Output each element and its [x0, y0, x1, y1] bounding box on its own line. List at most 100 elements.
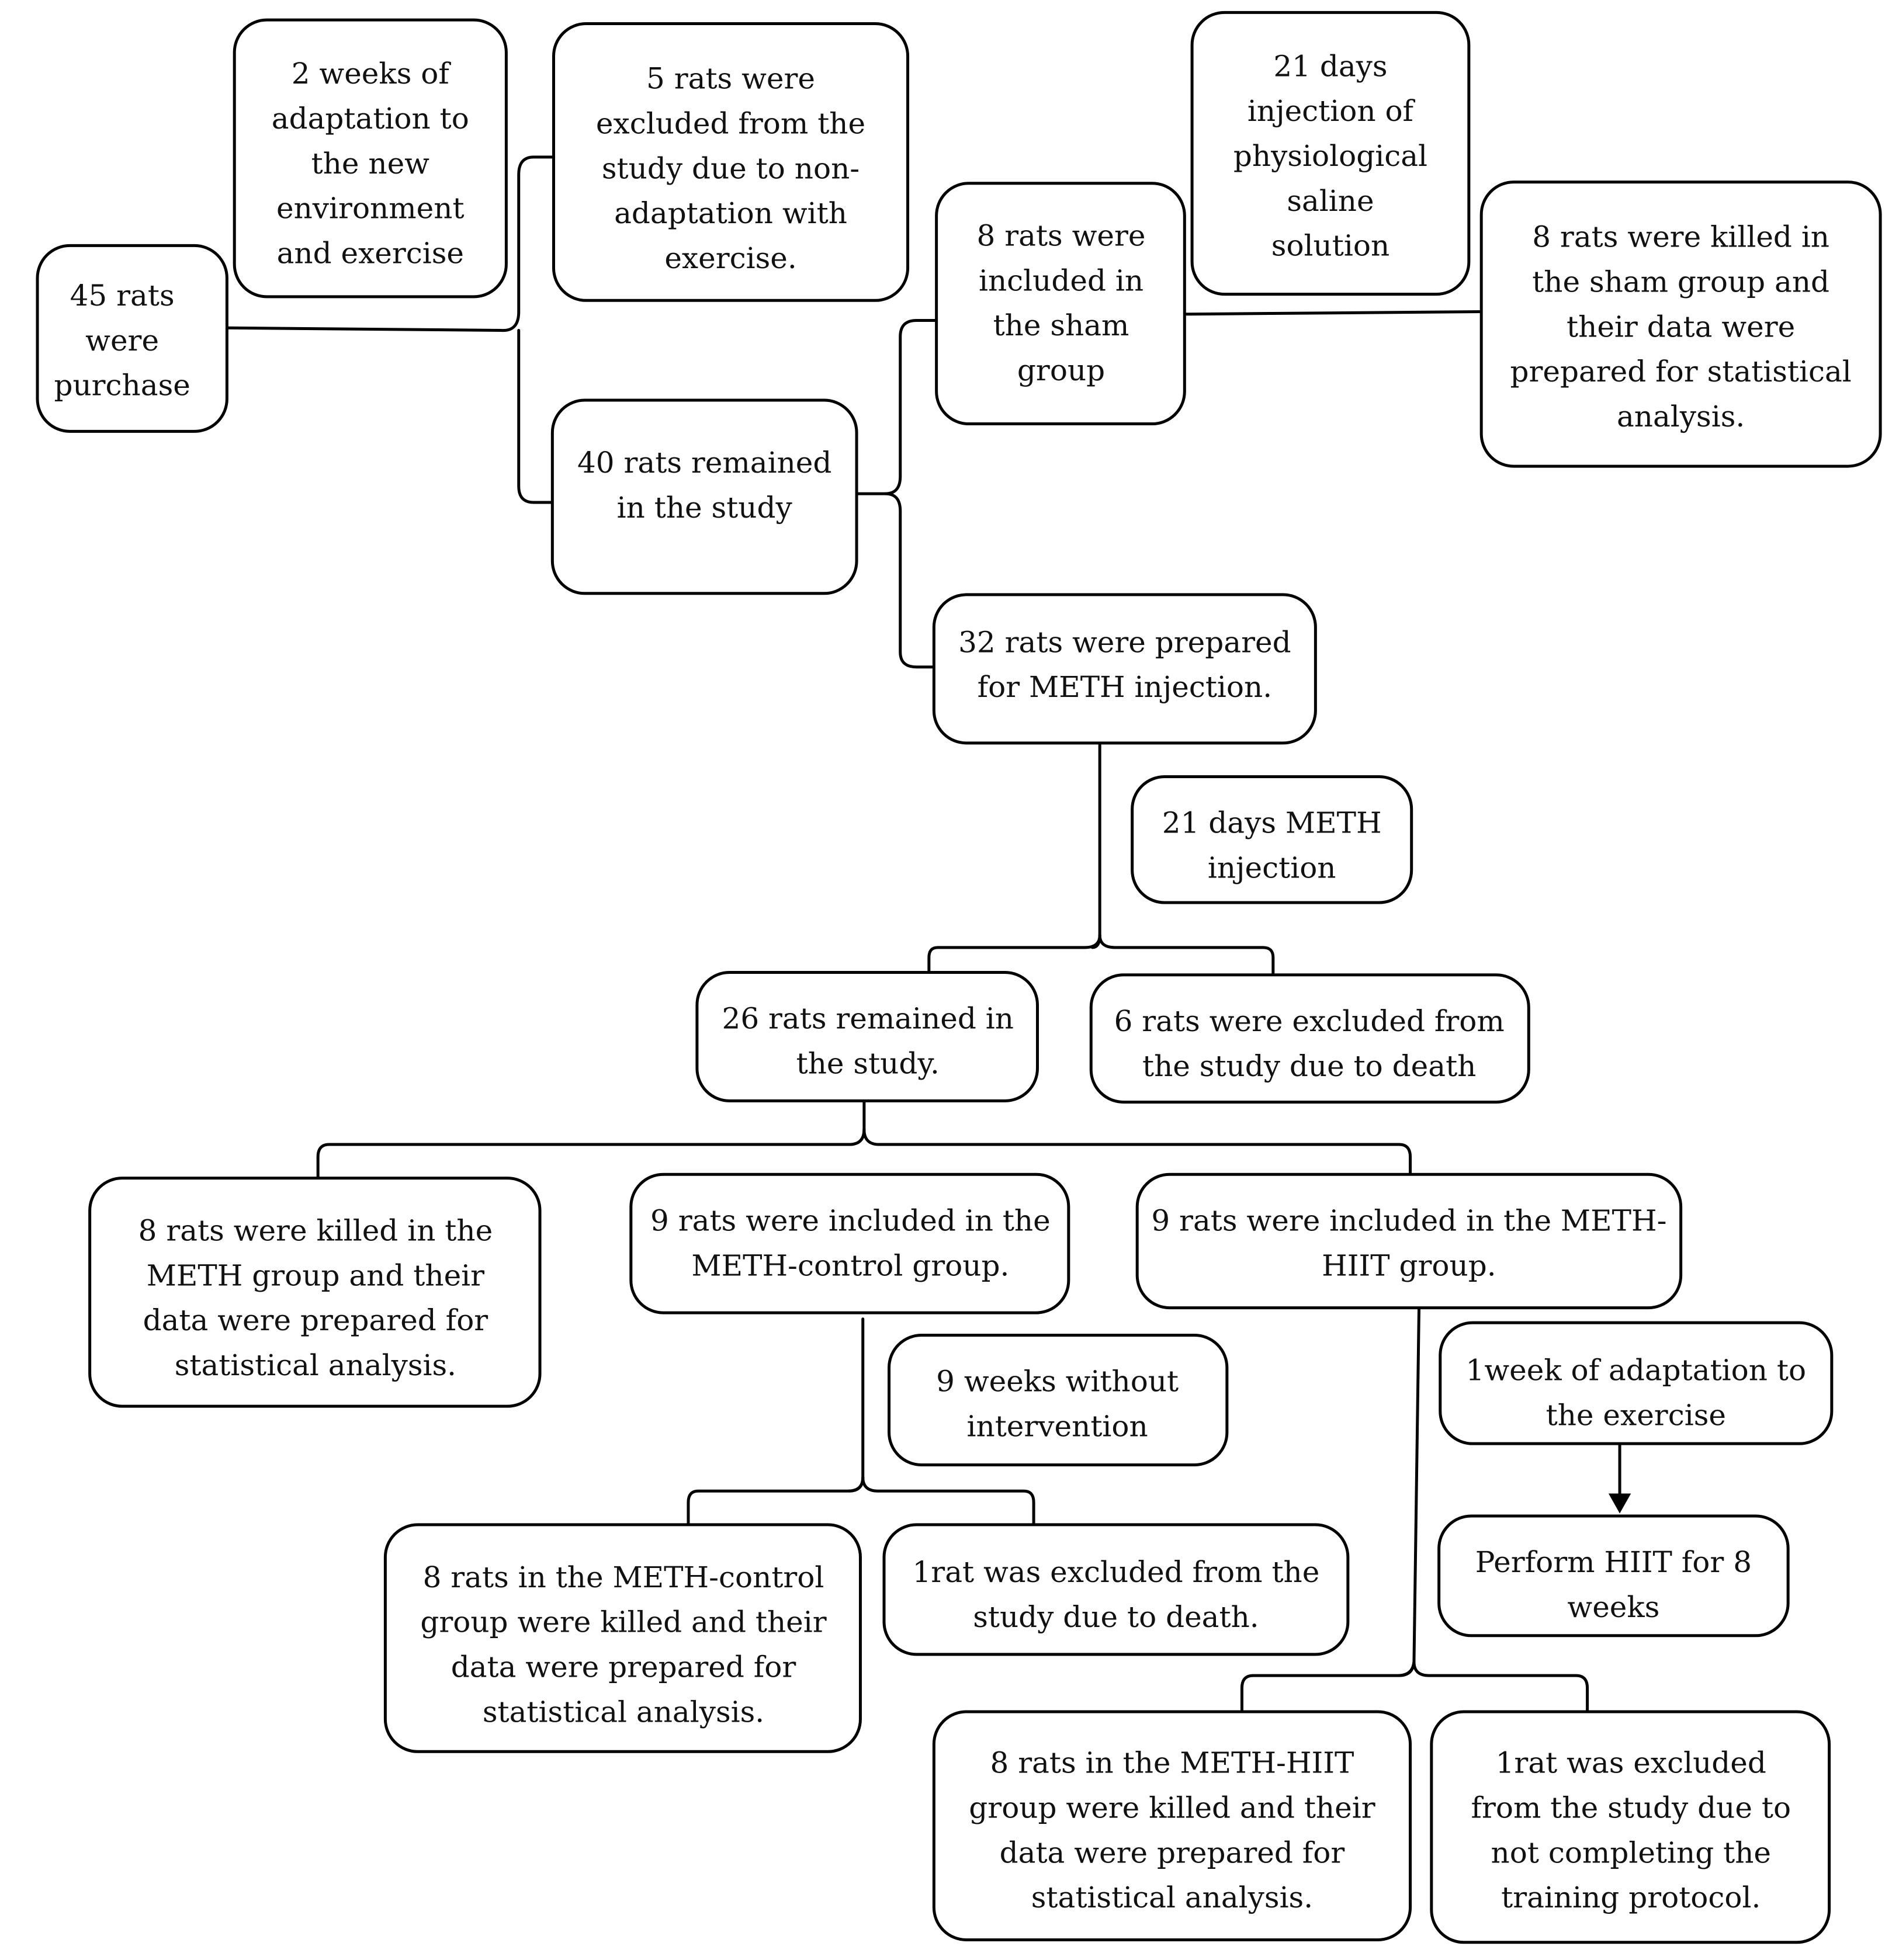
node-text-line: 26 rats remained in [722, 1002, 1014, 1036]
node-text-line: were [85, 324, 159, 358]
node-text-line: METH group and their [147, 1258, 484, 1292]
node-box [36, 244, 228, 433]
node-text-line: HIIT group. [1322, 1248, 1496, 1282]
node-text-line: the study due to death [1142, 1049, 1476, 1083]
node-box [882, 1523, 1350, 1656]
node-text-line: statistical analysis. [483, 1695, 764, 1729]
node-text-line: study due to non- [602, 151, 860, 185]
node-text-line: METH-control group. [691, 1248, 1009, 1282]
connector-meth-to-branch [1092, 743, 1100, 948]
node-text-line: solution [1271, 229, 1389, 263]
node-text-line: Perform HIIT for 8 [1475, 1545, 1752, 1579]
node-meth-hiit-group: 9 rats were included in the METH- HIIT gr… [1135, 1172, 1683, 1310]
node-box [1479, 181, 1882, 468]
node-text-line: saline [1287, 184, 1374, 218]
node-text-line: 9 rats were included in the [650, 1203, 1051, 1237]
node-text-line: analysis. [1617, 400, 1745, 433]
node-box [1131, 775, 1413, 904]
node-text-line: prepared for statistical [1510, 355, 1851, 388]
node-26-rats-remained: 26 rats remained in the study. [695, 971, 1039, 1102]
node-text-line: and exercise [277, 236, 464, 270]
node-text-line: the sham group and [1532, 265, 1829, 299]
node-text-line: purchase [54, 369, 190, 403]
node-box [383, 1523, 862, 1753]
node-text-line: from the study due to [1471, 1791, 1791, 1825]
node-sham-group: 8 rats were included in the sham group [935, 182, 1186, 426]
connector-40-to-meth [885, 494, 934, 667]
node-box [1439, 1321, 1834, 1445]
node-text-line: group were killed and their [420, 1605, 826, 1639]
node-text-line: exercise. [664, 241, 796, 275]
node-box [1437, 1514, 1790, 1638]
node-text-line: data were prepared for [1000, 1836, 1345, 1869]
node-text-line: 8 rats were killed in the [138, 1214, 493, 1248]
nodes: 45 rats were purchase 2 weeks of adaptation … [36, 11, 1882, 1944]
node-text-line: 8 rats were killed in [1532, 220, 1829, 254]
node-6-rats-excluded-death: 6 rats were excluded from the study due t… [1089, 973, 1530, 1104]
node-text-line: group [1017, 353, 1105, 387]
connector-26-branch-left [318, 1129, 864, 1178]
node-text-line: included in [979, 263, 1143, 297]
node-text-line: 32 rats were prepared [958, 625, 1291, 659]
connector-hiit-branch-left [1242, 1662, 1413, 1712]
node-box [629, 1172, 1070, 1314]
node-45-rats-purchased: 45 rats were purchase [36, 244, 228, 433]
node-box [1089, 973, 1530, 1104]
node-text-line: the sham [993, 308, 1129, 342]
connector-26-branch-right [864, 1129, 1411, 1174]
node-text-line: environment [276, 192, 465, 226]
node-text-line: 6 rats were excluded from [1114, 1004, 1505, 1038]
node-box [233, 18, 508, 299]
node-text-line: 9 rats were included in the METH- [1151, 1203, 1666, 1237]
node-text-line: data were prepared for [143, 1303, 488, 1337]
node-text-line: 40 rats remained [577, 446, 831, 480]
node-text-line: 2 weeks of [292, 57, 452, 91]
node-box [695, 971, 1039, 1102]
node-text-line: excluded from the [596, 107, 865, 141]
connector-branch-left [929, 935, 1100, 973]
node-perform-hiit: Perform HIIT for 8 weeks [1437, 1514, 1790, 1638]
node-text-line: for METH injection. [978, 670, 1273, 704]
node-text-line: 8 rats in the METH-HIIT [990, 1746, 1354, 1780]
node-box [1430, 1710, 1831, 1944]
node-text-line: weeks [1567, 1590, 1659, 1624]
connector-hiit-down [1399, 1309, 1419, 1675]
node-text-line: 1rat was excluded from the [913, 1555, 1320, 1589]
node-box [932, 1710, 1412, 1942]
node-box [888, 1334, 1229, 1466]
node-box [550, 398, 858, 595]
node-32-rats-meth-prepared: 32 rats were prepared for METH injection. [932, 593, 1317, 745]
node-text-line: training protocol. [1501, 1881, 1761, 1914]
node-text-line: their data were [1567, 310, 1795, 344]
connector-control-branch-left [688, 1477, 863, 1525]
node-text-line: physiological [1233, 139, 1427, 173]
connector-branch-right [1100, 935, 1273, 975]
node-text-line: data were prepared for [451, 1650, 796, 1684]
node-text-line: the study. [796, 1047, 940, 1081]
node-box [935, 182, 1186, 426]
node-text-line: 8 rats were [977, 219, 1146, 253]
node-box [932, 593, 1317, 745]
connector-40-to-sham [857, 320, 937, 494]
node-text-line: 45 rats [70, 279, 175, 313]
node-text-line: adaptation to [272, 102, 469, 136]
node-text-line: adaptation with [614, 196, 847, 230]
node-text-line: the new [311, 147, 430, 181]
node-text-line: 1rat was excluded [1496, 1746, 1766, 1780]
connector-split-to-40 [519, 331, 553, 502]
node-meth-control-group: 9 rats were included in theMETH-control … [629, 1172, 1070, 1314]
connector-control-down [849, 1319, 862, 1491]
node-text-line: injection of [1247, 94, 1416, 128]
node-text-line: 5 rats were [646, 62, 815, 96]
node-text-line: 9 weeks without [936, 1365, 1179, 1399]
